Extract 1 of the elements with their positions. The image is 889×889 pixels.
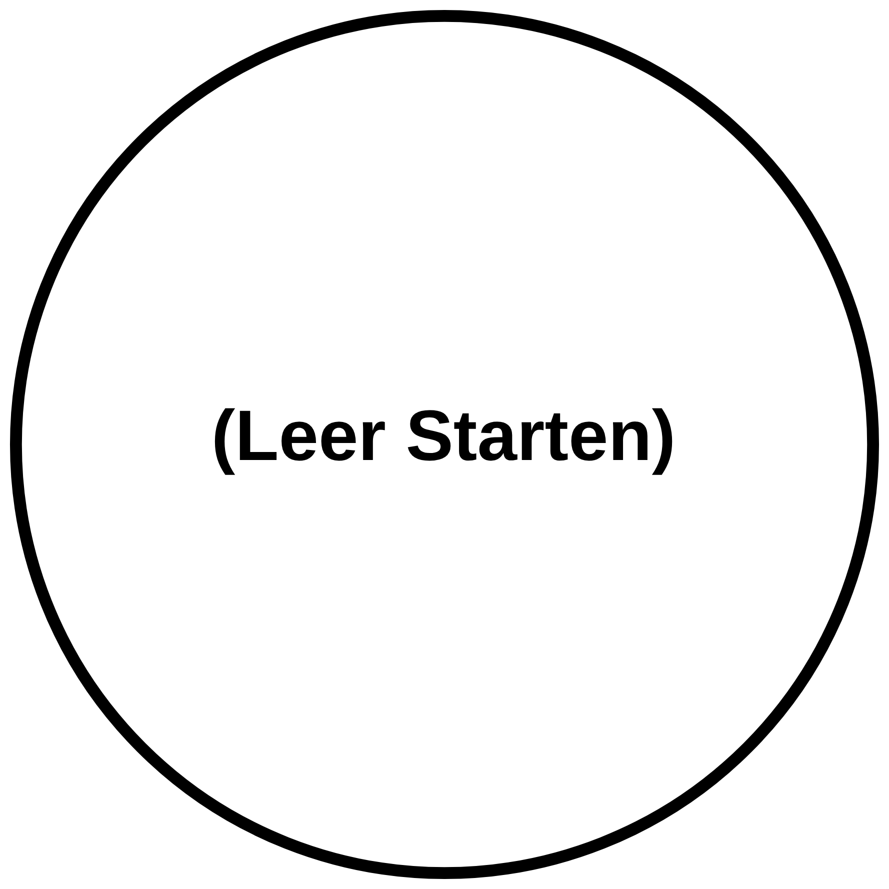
node-circle: (Leer Starten) <box>10 10 880 880</box>
